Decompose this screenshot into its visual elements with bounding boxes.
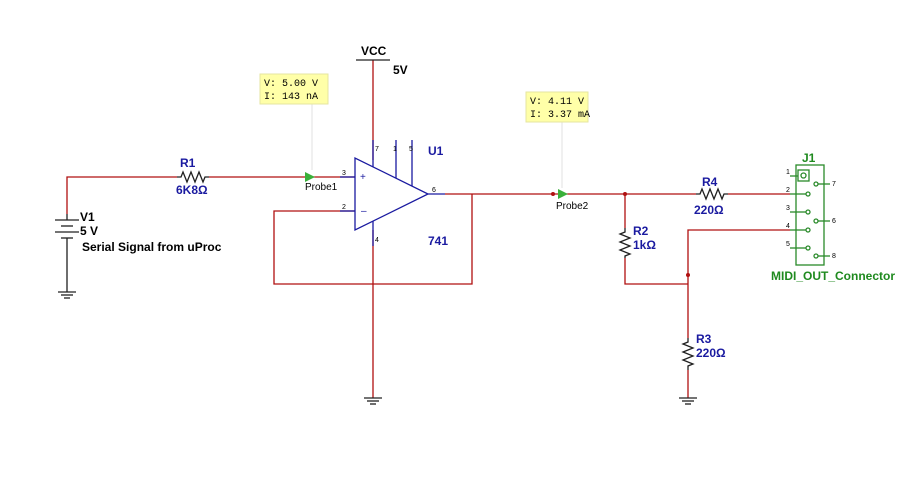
v1-description: Serial Signal from uProc xyxy=(82,240,222,254)
wires xyxy=(66,60,790,398)
j1-pin-7: 7 xyxy=(832,181,836,188)
probe1-current: I: 143 nA xyxy=(264,92,318,103)
probe1-arrow-icon xyxy=(305,172,315,182)
r4-value: 220Ω xyxy=(694,203,724,217)
j1-pin-6: 6 xyxy=(832,218,836,225)
probe1-voltage: V: 5.00 V xyxy=(264,79,318,90)
ground-icon-opamp xyxy=(364,397,382,405)
r3-ref: R3 xyxy=(696,332,712,346)
resistor-r1[interactable]: R1 6K8Ω xyxy=(176,156,209,197)
probe2-arrow-icon xyxy=(558,189,568,199)
opamp-plus-sign: + xyxy=(360,172,366,183)
j1-pin-1: 1 xyxy=(786,169,790,176)
r1-ref: R1 xyxy=(180,156,196,170)
opamp-pin-vminus: 4 xyxy=(375,237,379,244)
probe1-name: Probe1 xyxy=(305,182,338,193)
j1-body xyxy=(795,164,825,266)
opamp-pin-offset2: 5 xyxy=(409,146,413,153)
connector-j1[interactable]: 1 2 3 4 5 7 6 8 J1 MIDI_OUT_Connector xyxy=(771,151,895,283)
opamp-pin-minus: 2 xyxy=(342,204,346,211)
wire-feedback[interactable] xyxy=(273,194,473,285)
r2-value: 1kΩ xyxy=(633,238,656,252)
ground-icon-r3 xyxy=(679,397,697,405)
vcc-label: VCC xyxy=(361,44,387,58)
opamp-u1[interactable]: + – 3 2 6 7 1 5 4 U1 741 xyxy=(340,140,448,248)
probe2-current: I: 3.37 mA xyxy=(530,110,590,121)
probe1[interactable]: V: 5.00 V I: 143 nA Probe1 xyxy=(259,73,338,193)
resistor-r4[interactable]: R4 220Ω xyxy=(694,175,728,217)
ground-icon-v1 xyxy=(58,291,76,299)
opamp-pin-plus: 3 xyxy=(342,170,346,177)
vcc-symbol[interactable]: VCC 5V xyxy=(356,44,408,77)
opamp-pin-vplus: 7 xyxy=(375,146,379,153)
r2-ref: R2 xyxy=(633,224,649,238)
j1-pin-5: 5 xyxy=(786,241,790,248)
wire-v1-r1[interactable] xyxy=(66,176,177,214)
opamp-model: 741 xyxy=(428,234,448,248)
j1-pin-2: 2 xyxy=(786,187,790,194)
junction-dot-output xyxy=(623,192,627,196)
probe2[interactable]: V: 4.11 V I: 3.37 mA Probe2 xyxy=(525,91,590,212)
wire-r2-junction[interactable] xyxy=(624,258,688,285)
j1-pin-4: 4 xyxy=(786,223,790,230)
j1-name: MIDI_OUT_Connector xyxy=(771,269,895,283)
resistor-r2[interactable]: R2 1kΩ xyxy=(618,224,656,258)
probe2-name: Probe2 xyxy=(556,201,589,212)
junction-dot-r3 xyxy=(686,273,690,277)
opamp-ref: U1 xyxy=(428,144,444,158)
opamp-pin-offset1: 1 xyxy=(393,146,397,153)
r3-value: 220Ω xyxy=(696,346,726,360)
j1-pin1-marker xyxy=(797,169,810,182)
j1-ref: J1 xyxy=(802,151,816,165)
resistor-r3[interactable]: R3 220Ω xyxy=(681,332,726,370)
r1-value: 6K8Ω xyxy=(176,183,208,197)
junction-dot-probe2 xyxy=(551,192,555,196)
j1-pin-3: 3 xyxy=(786,205,790,212)
opamp-pin-out: 6 xyxy=(432,187,436,194)
vcc-value: 5V xyxy=(393,63,408,77)
v1-ref: V1 xyxy=(80,210,95,224)
probe1-readout-box xyxy=(259,73,329,105)
probe2-readout-box xyxy=(525,91,589,123)
wire-j1-pin4-node[interactable] xyxy=(687,229,790,338)
v1-value: 5 V xyxy=(80,224,98,238)
voltage-source-v1[interactable]: V1 5 V Serial Signal from uProc xyxy=(55,210,222,292)
probe2-voltage: V: 4.11 V xyxy=(530,97,584,108)
r4-ref: R4 xyxy=(702,175,718,189)
opamp-minus-sign: – xyxy=(361,206,367,217)
j1-pin-8: 8 xyxy=(832,253,836,260)
